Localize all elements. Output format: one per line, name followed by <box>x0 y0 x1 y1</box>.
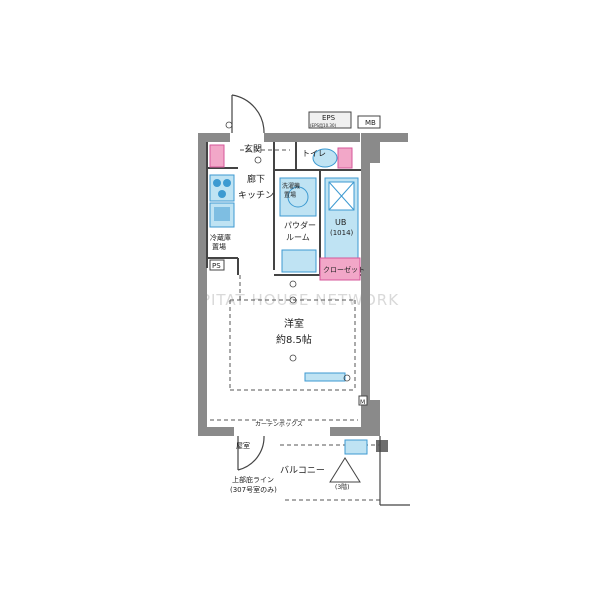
exterior-label: 屋室 <box>236 441 250 450</box>
watermark: PITAT HOUSE NETWORK <box>201 291 399 309</box>
curtain-box-label: カーテンボックス <box>255 420 303 428</box>
toilet-icon <box>312 147 353 169</box>
room-genkan: 玄関 <box>244 143 262 155</box>
room-closet: クローゼット <box>323 265 365 274</box>
washer-area <box>279 177 317 217</box>
balcony-label: バルコニー <box>280 465 325 476</box>
eps-sub-label: (EPS用10.30) <box>310 123 336 128</box>
window-markers <box>304 372 368 455</box>
room-area: 約8.5帖 <box>276 333 312 346</box>
eps-label: EPS <box>322 114 336 122</box>
balcony-note: (3階) <box>335 483 350 491</box>
balcony-outline <box>379 436 410 506</box>
fridge-label-2: 置場 <box>212 242 226 251</box>
outlet-markers <box>225 121 351 382</box>
fridge-label-1: 冷蔵庫 <box>210 233 231 242</box>
room-rouka: 廊下 <box>247 173 265 185</box>
room-powder-2: ルーム <box>286 233 310 242</box>
washer-label-1: 洗濯機 <box>282 182 300 190</box>
room-labels: 玄関 廊下 キッチン トイレ パウダー ルーム UB (1014) クローゼット… <box>210 143 365 346</box>
room-kitchen: キッチン <box>238 190 274 201</box>
dashed-lines <box>210 149 380 501</box>
upper-line-label-1: 上部庇ライン <box>232 475 274 484</box>
bathtub-icon <box>324 177 359 273</box>
ps-label: PS <box>212 262 221 270</box>
closet <box>319 257 361 281</box>
entrance-door <box>231 94 265 134</box>
misc-labels: EPS (EPS用10.30) MB PS M カーテンボックス バルコニー (… <box>209 111 381 494</box>
m-label: M <box>360 399 365 406</box>
outer-walls <box>198 133 408 452</box>
kitchen-sink-icon <box>209 202 235 228</box>
room-powder-1: パウダー <box>284 220 316 230</box>
room-ub-1: UB <box>335 218 346 227</box>
mb-label: MB <box>365 119 376 127</box>
washer-label-2: 置場 <box>284 191 296 199</box>
shoe-cabinet <box>209 144 225 168</box>
room-youshitsu: 洋室 <box>284 317 304 330</box>
room-ub-2: (1014) <box>330 229 354 237</box>
room-toilet: トイレ <box>302 149 326 158</box>
upper-line-label-2: (307号室のみ) <box>230 485 277 494</box>
balcony-door <box>237 435 265 471</box>
balcony-triangle <box>329 457 361 483</box>
stove-icon <box>209 174 235 202</box>
wash-basin-icon <box>281 249 317 273</box>
